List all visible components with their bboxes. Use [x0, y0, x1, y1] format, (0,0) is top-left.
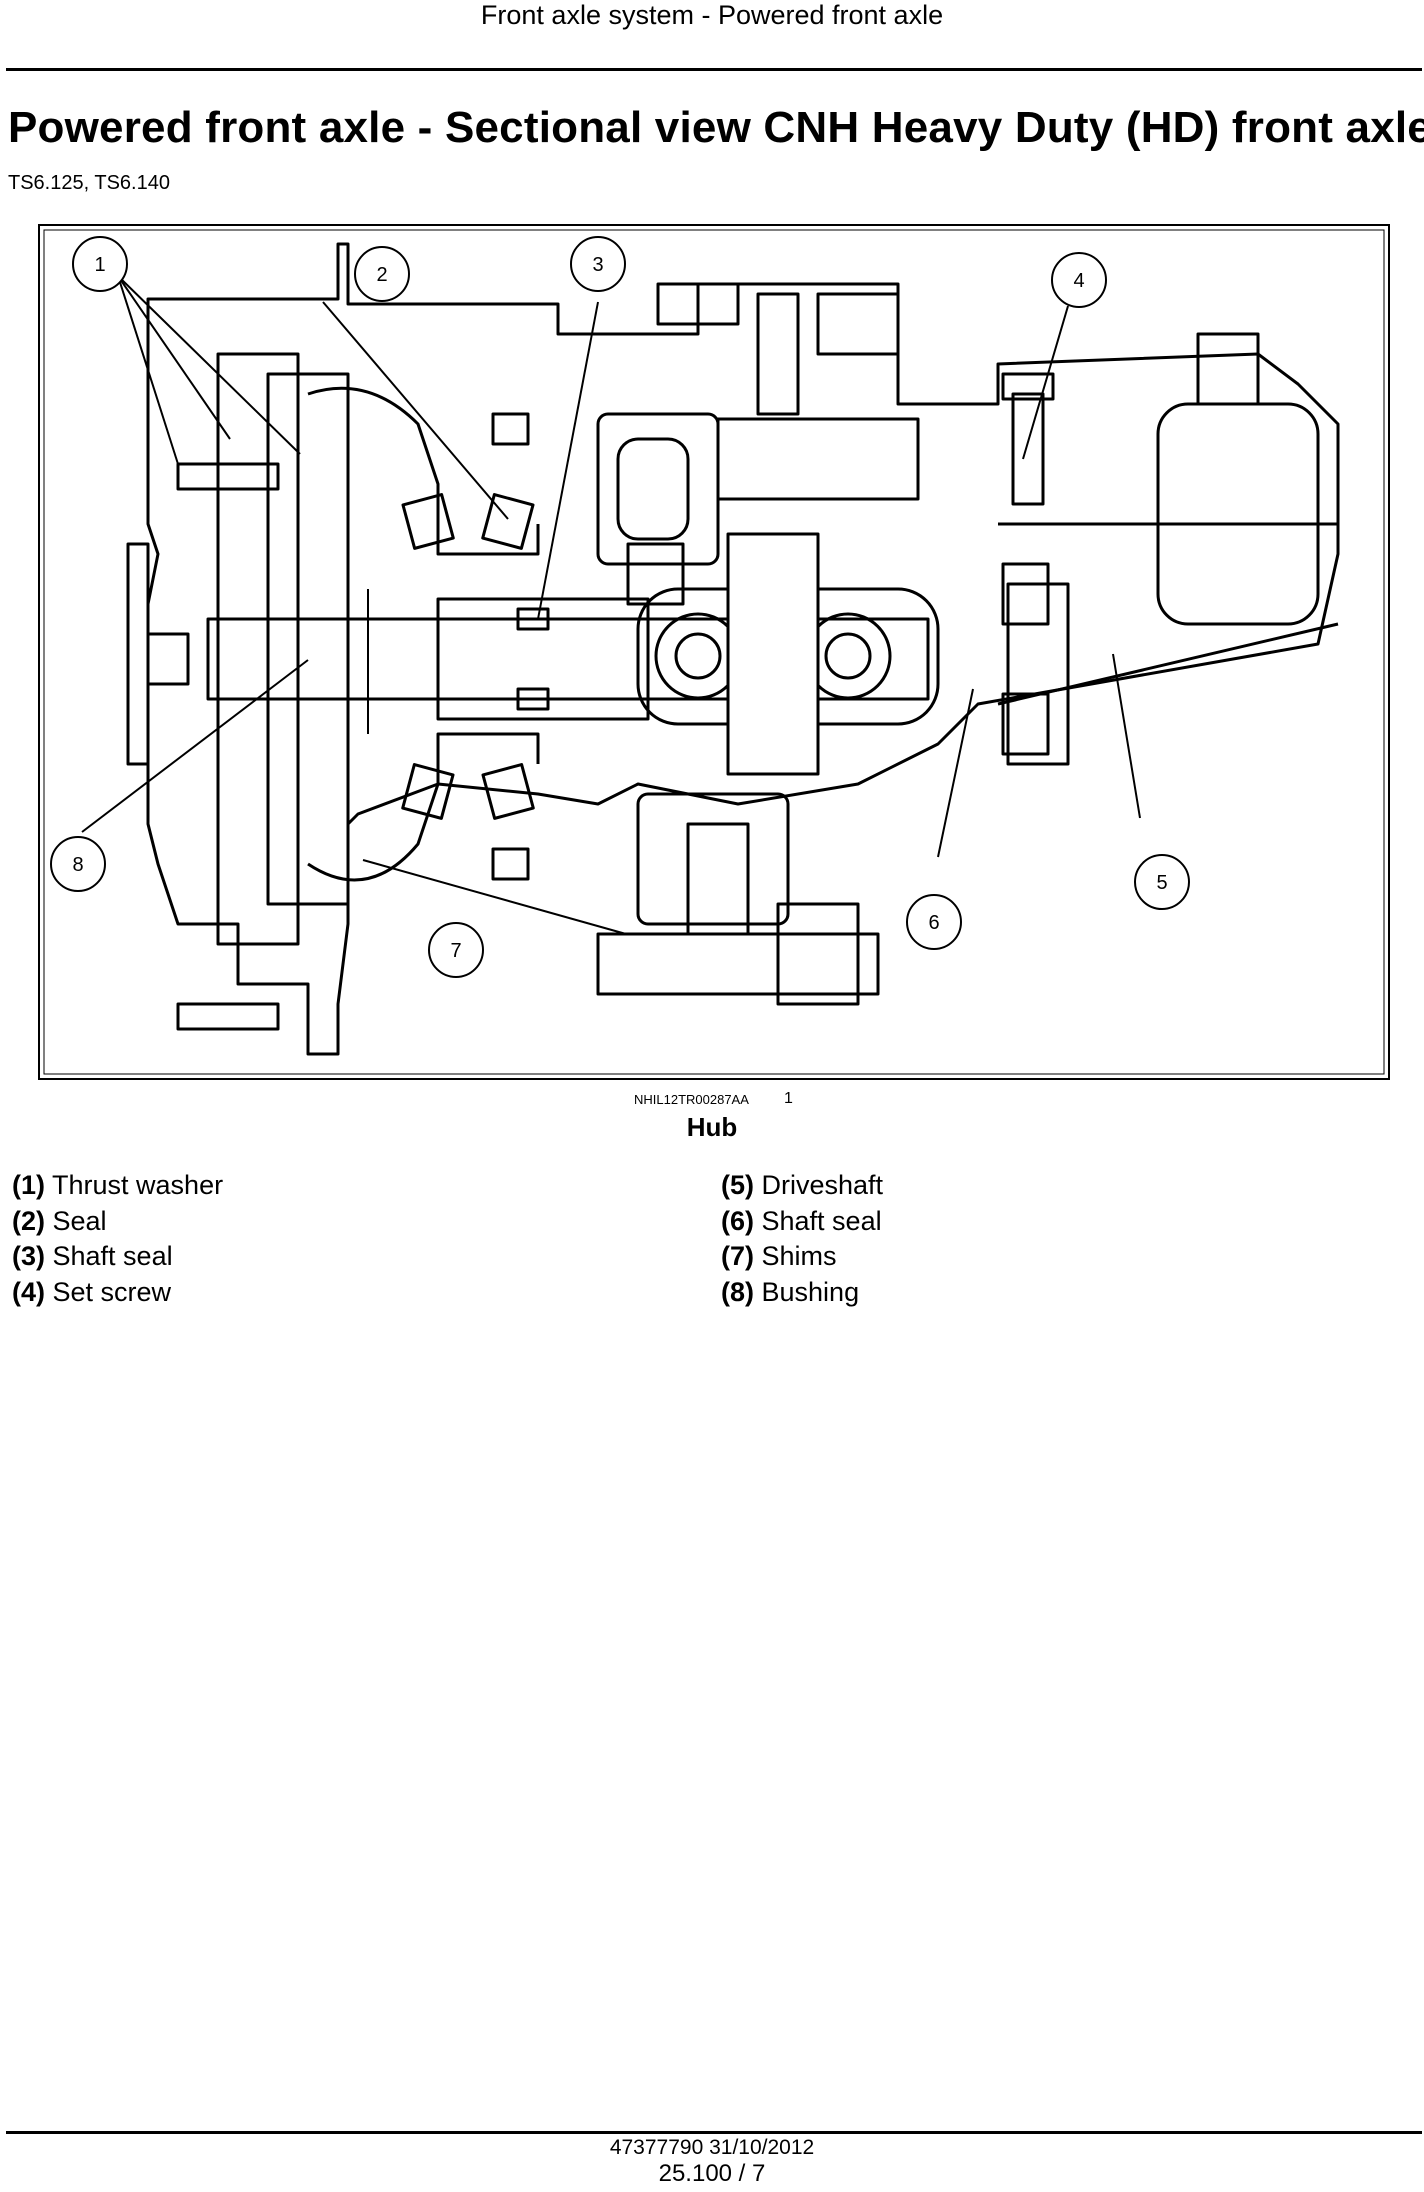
legend-number: (5)	[721, 1170, 754, 1200]
figure-image-id: NHIL12TR00287AA	[634, 1092, 749, 1107]
legend-label: Thrust washer	[52, 1170, 224, 1200]
callout-6: 6	[906, 894, 962, 950]
legend-item: (1) Thrust washer	[12, 1168, 223, 1204]
legend-left-column: (1) Thrust washer (2) Seal (3) Shaft sea…	[12, 1168, 223, 1310]
legend-label: Set screw	[52, 1276, 172, 1307]
footer-document-id: 47377790 31/10/2012	[609, 2136, 815, 2159]
callout-markers: 1 2 3 4 5 6 7 8	[50, 236, 1190, 978]
legend-label: Shims	[761, 1241, 837, 1271]
footer-page-number: 25.100 / 7	[658, 2160, 766, 2187]
leader-lines	[81, 275, 1141, 935]
callout-4: 4	[1051, 252, 1107, 308]
legend-label: Shaft seal	[52, 1241, 173, 1271]
legend-label: Shaft seal	[761, 1205, 882, 1236]
legend-item: (4) Set screw	[12, 1275, 223, 1311]
legend-right-column: (5) Driveshaft (6) Shaft seal (7) Shims …	[721, 1168, 883, 1310]
figure-caption: Hub	[686, 1112, 738, 1142]
header-divider	[6, 68, 1422, 71]
legend-item: (7) Shims	[721, 1239, 883, 1275]
legend-number: (7)	[721, 1241, 754, 1271]
legend-number: (2)	[12, 1205, 45, 1236]
page-header: Front axle system - Powered front axle	[480, 0, 944, 30]
legend-number: (6)	[721, 1205, 754, 1236]
sectional-view-figure: 1 2 3 4 5 6 7 8	[38, 224, 1390, 1080]
svg-text:7: 7	[450, 940, 461, 962]
callout-5: 5	[1134, 854, 1190, 910]
callout-8: 8	[50, 836, 106, 892]
legend-label: Seal	[52, 1205, 107, 1236]
model-list: TS6.125, TS6.140	[8, 172, 170, 194]
svg-text:4: 4	[1073, 270, 1084, 292]
callout-1: 1	[72, 236, 128, 292]
legend-label: Driveshaft	[761, 1170, 884, 1200]
svg-text:1: 1	[94, 254, 105, 276]
callout-2: 2	[354, 246, 410, 302]
legend-item: (2) Seal	[12, 1204, 223, 1240]
legend-item: (8) Bushing	[721, 1275, 883, 1311]
legend-number: (1)	[12, 1170, 45, 1200]
legend-item: (5) Driveshaft	[721, 1168, 883, 1204]
legend-number: (3)	[12, 1241, 45, 1271]
callout-3: 3	[570, 236, 626, 292]
legend-item: (3) Shaft seal	[12, 1239, 223, 1275]
footer-divider	[6, 2131, 1422, 2134]
callout-7: 7	[428, 922, 484, 978]
legend-number: (4)	[12, 1276, 45, 1307]
page-title: Powered front axle - Sectional view CNH …	[8, 103, 1424, 152]
legend-number: (8)	[721, 1276, 754, 1307]
figure-number: 1	[784, 1090, 793, 1107]
svg-text:5: 5	[1156, 872, 1167, 894]
svg-text:2: 2	[376, 264, 387, 286]
legend-label: Bushing	[761, 1276, 860, 1307]
axle-drawing	[126, 242, 1340, 1056]
svg-text:3: 3	[592, 254, 603, 276]
svg-text:6: 6	[928, 912, 939, 934]
svg-text:8: 8	[72, 854, 83, 876]
legend-item: (6) Shaft seal	[721, 1204, 883, 1240]
